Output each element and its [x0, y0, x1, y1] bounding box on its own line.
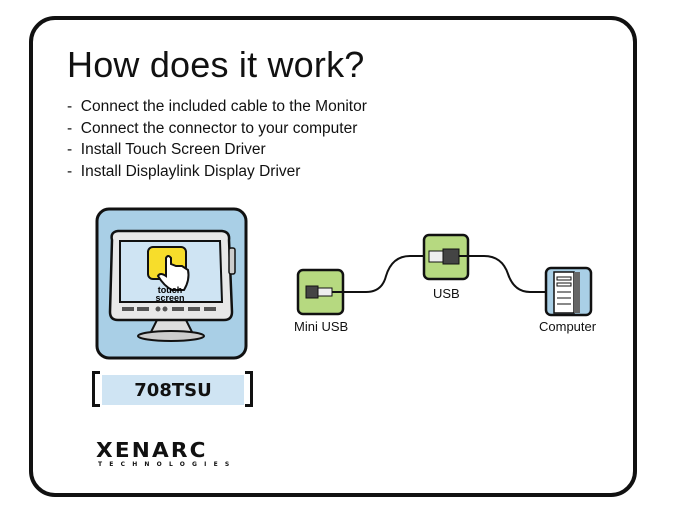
touch-monitor-icon: touch screen — [95, 207, 248, 360]
step-item: Connect the connector to your computer — [67, 118, 367, 140]
step-item: Install Displaylink Display Driver — [67, 161, 367, 183]
steps-list: Connect the included cable to the Monito… — [67, 96, 367, 182]
usb-label: USB — [433, 286, 460, 301]
model-bracket-left — [92, 371, 100, 407]
page-title: How does it work? — [67, 44, 365, 85]
cable-usb-to-computer — [468, 255, 548, 293]
computer-tower-icon — [544, 266, 593, 317]
logo-sub-text: TECHNOLOGIES — [98, 461, 237, 468]
screen-text-line1: touch — [158, 285, 183, 295]
xenarc-logo: XENARC TECHNOLOGIES — [96, 440, 248, 468]
computer-label: Computer — [539, 319, 597, 334]
usb-connector-icon — [422, 233, 470, 281]
step-item: Install Touch Screen Driver — [67, 139, 367, 161]
model-bracket-right — [245, 371, 253, 407]
mini-usb-connector-icon — [296, 268, 345, 316]
mini-usb-label: Mini USB — [294, 319, 349, 334]
step-item: Connect the included cable to the Monito… — [67, 96, 367, 118]
cable-mini-to-usb — [343, 255, 426, 293]
logo-main-text: XENARC — [96, 438, 208, 462]
model-number: 708TSU — [102, 375, 244, 405]
screen-text-line2: screen — [155, 293, 184, 303]
